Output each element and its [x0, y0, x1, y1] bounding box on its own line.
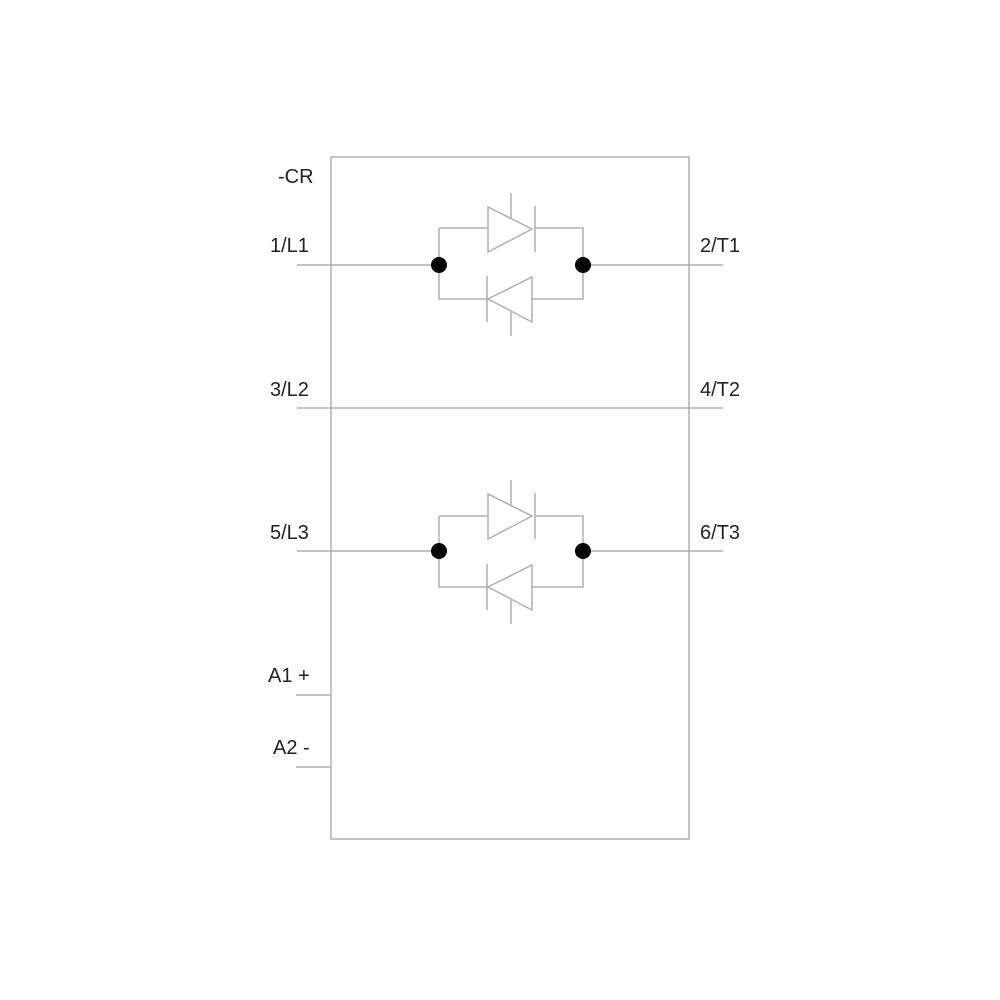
terminal-a2: A2 -	[273, 737, 310, 759]
phase-1-circuit	[297, 193, 723, 336]
terminal-a1: A1 +	[268, 665, 310, 687]
thyristor-reverse-3	[486, 563, 533, 612]
terminal-l3: 5/L3	[270, 522, 309, 544]
terminal-l2: 3/L2	[270, 379, 309, 401]
terminal-t3: 6/T3	[700, 522, 741, 544]
thyristor-forward-3	[487, 492, 534, 541]
node-t3	[575, 543, 591, 559]
thyristor-forward-1	[487, 205, 534, 254]
node-t1	[575, 257, 591, 273]
device-designation: -CR	[278, 166, 314, 188]
terminal-l1: 1/L1	[270, 235, 309, 257]
terminal-t1: 2/T1	[700, 235, 741, 257]
device-box	[330, 156, 690, 840]
phase-3-circuit	[297, 480, 723, 624]
terminal-t2: 4/T2	[700, 379, 741, 401]
node-l3	[431, 543, 447, 559]
thyristor-reverse-1	[486, 275, 533, 324]
node-l1	[431, 257, 447, 273]
